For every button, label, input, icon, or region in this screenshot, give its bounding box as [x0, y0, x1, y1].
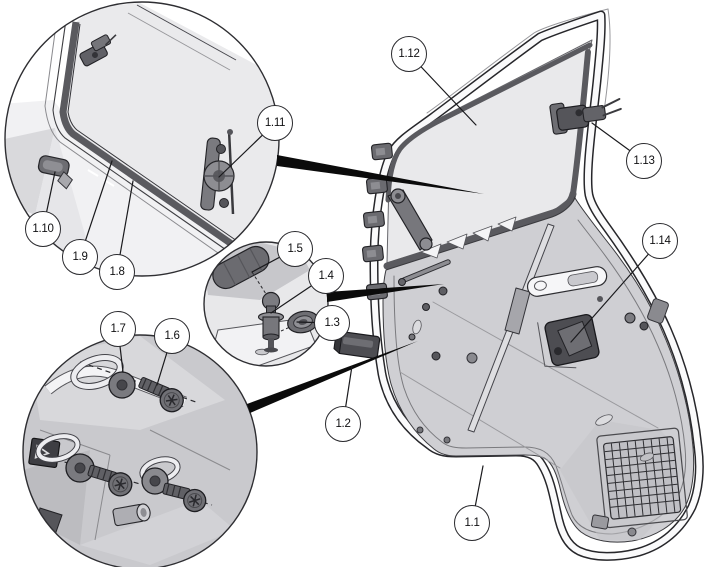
speaker-grille — [596, 427, 688, 529]
detail-view-window-corner — [4, 1, 280, 277]
striker-latch — [549, 98, 622, 135]
vent-notches — [420, 216, 517, 259]
interior-door-handle — [526, 266, 608, 297]
pointer-wedge-window-corner — [277, 155, 484, 194]
callout-1-10[interactable]: 1.10 — [25, 211, 61, 247]
detail-top-clamp — [79, 34, 117, 67]
detail-screw-top — [138, 377, 184, 413]
callout-1-12[interactable]: 1.12 — [391, 36, 427, 72]
pointer-wedge-handle-stud — [327, 284, 444, 302]
callout-1-4[interactable]: 1.4 — [308, 258, 344, 294]
latch-parts — [597, 296, 669, 331]
hinge-arm — [387, 188, 433, 251]
callout-1-13[interactable]: 1.13 — [626, 143, 662, 179]
window-stay-rod — [467, 223, 555, 433]
gas-strut — [398, 259, 451, 286]
door-assembly — [333, 8, 704, 561]
detail-handle — [212, 245, 270, 290]
panel-fasteners — [408, 286, 655, 537]
callout-1-8[interactable]: 1.8 — [99, 254, 135, 290]
callout-1-9[interactable]: 1.9 — [62, 239, 98, 275]
callout-1-3[interactable]: 1.3 — [314, 305, 350, 341]
detail-latch-assembly — [200, 129, 235, 215]
detail-washer-low1 — [65, 453, 95, 483]
detail-handle-part — [37, 155, 73, 190]
callout-1-6[interactable]: 1.6 — [154, 318, 190, 354]
callout-1-7[interactable]: 1.7 — [100, 311, 136, 347]
callout-1-14[interactable]: 1.14 — [642, 223, 678, 259]
detail-window-seal — [59, 21, 238, 250]
pointer-wedges — [247, 155, 484, 413]
pointer-wedge-fasteners — [247, 341, 418, 413]
callout-1-11[interactable]: 1.11 — [257, 105, 293, 141]
detail-washer-top — [108, 371, 136, 399]
callout-1-1[interactable]: 1.1 — [454, 505, 490, 541]
detail-view-handle-stud — [203, 241, 329, 367]
detail-ball-stud — [257, 291, 285, 353]
callout-1-5[interactable]: 1.5 — [277, 231, 313, 267]
detail-pin — [112, 503, 151, 527]
detail-washer-low2 — [141, 467, 169, 495]
detail-view-fasteners — [22, 334, 258, 567]
callout-1-2[interactable]: 1.2 — [325, 406, 361, 442]
detail-screw-low1 — [87, 464, 133, 497]
detail-screw-low2 — [162, 482, 207, 513]
